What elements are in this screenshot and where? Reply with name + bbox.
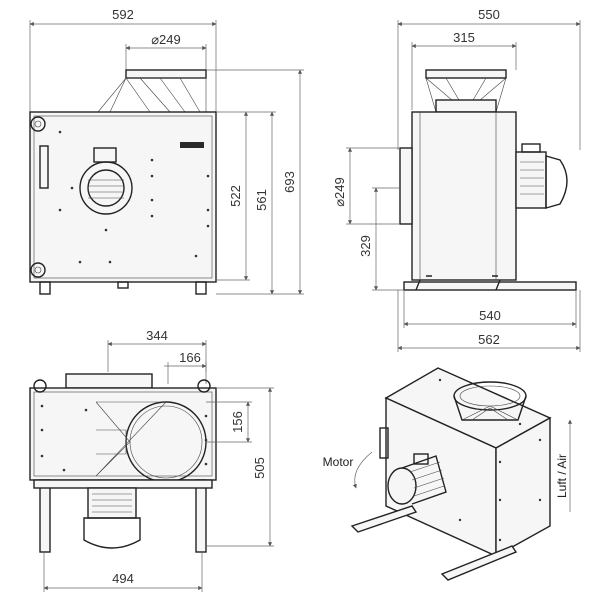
dimension-522-label: 522: [228, 185, 243, 207]
motor-side: [515, 143, 568, 209]
dimension-156-label: 156: [230, 411, 245, 433]
dimension-540: 540: [403, 290, 577, 328]
base-frame: [403, 281, 577, 291]
top-view: 344 166: [29, 328, 274, 592]
dimension-315: 315: [411, 30, 517, 110]
dimension-166-label: 166: [179, 350, 201, 365]
housing-front: [29, 111, 217, 283]
inlet-collar-top: [65, 373, 153, 389]
dimension-505: 505: [206, 387, 274, 547]
dimension-693-label: 693: [282, 171, 297, 193]
dimension-562: 562: [397, 290, 581, 352]
dimension-505-label: 505: [252, 457, 267, 479]
iso-handle: [379, 427, 389, 459]
dimension-inlet-diameter: ⌀249: [125, 32, 207, 70]
dimension-592: 592: [29, 7, 217, 112]
iso-base-rail: [440, 545, 518, 581]
dimension-315-label: 315: [453, 30, 475, 45]
rotation-arrow: [352, 451, 373, 489]
dimension-562-label: 562: [478, 332, 500, 347]
side-view: 550 315: [332, 7, 581, 352]
corner-wheel: [30, 116, 46, 132]
mounting-holes: [58, 130, 210, 264]
motor-top: [83, 487, 141, 549]
handle: [39, 145, 49, 189]
dimension-561: 561: [216, 111, 276, 295]
dimension-344: 344: [107, 328, 207, 372]
housing-side: [411, 111, 517, 281]
outlet-transition: [95, 401, 167, 477]
dimension-329: 329: [358, 187, 404, 291]
dimension-522: 522: [216, 111, 250, 281]
base-rail: [39, 479, 51, 553]
dimension-166: 166: [164, 350, 207, 384]
front-view: 592 ⌀249: [29, 7, 304, 295]
inlet-collar: [125, 69, 207, 79]
dimension-side-249-label: ⌀249: [332, 177, 347, 207]
foot: [117, 281, 129, 289]
dimension-329-label: 329: [358, 235, 373, 257]
dimension-494: 494: [43, 552, 203, 592]
dimension-249-label: ⌀249: [151, 32, 181, 47]
terminal-box: [93, 147, 117, 163]
dimension-344-label: 344: [146, 328, 168, 343]
dimension-550: 550: [397, 7, 581, 150]
foot: [39, 281, 51, 295]
dimension-561-label: 561: [254, 189, 269, 211]
inlet-collar-side: [425, 69, 507, 79]
mounting-holes-top: [40, 404, 208, 472]
inlet-transition-side: [425, 77, 507, 113]
iso-base-rail: [350, 505, 418, 533]
iso-side-face: [495, 416, 551, 558]
motor-label: Motor: [323, 455, 354, 469]
corner-wheel: [30, 262, 46, 278]
iso-holes: [438, 378, 542, 542]
inlet-transition: [97, 77, 207, 113]
label-plate: [180, 142, 204, 148]
dimension-550-label: 550: [478, 7, 500, 22]
air-label: Luft / Air: [555, 454, 569, 498]
iso-motor: [387, 453, 447, 505]
dimension-592-label: 592: [112, 7, 134, 22]
dimension-outlet-diameter: ⌀249: [332, 147, 400, 225]
dimension-693: 693: [206, 69, 304, 295]
outlet-flange: [399, 147, 413, 225]
base-rail: [195, 479, 207, 553]
foot: [195, 281, 207, 295]
dimension-540-label: 540: [479, 308, 501, 323]
iso-view: Motor Luft / Air: [323, 367, 573, 581]
dimension-494-label: 494: [112, 571, 134, 586]
dimension-156: 156: [206, 401, 252, 443]
